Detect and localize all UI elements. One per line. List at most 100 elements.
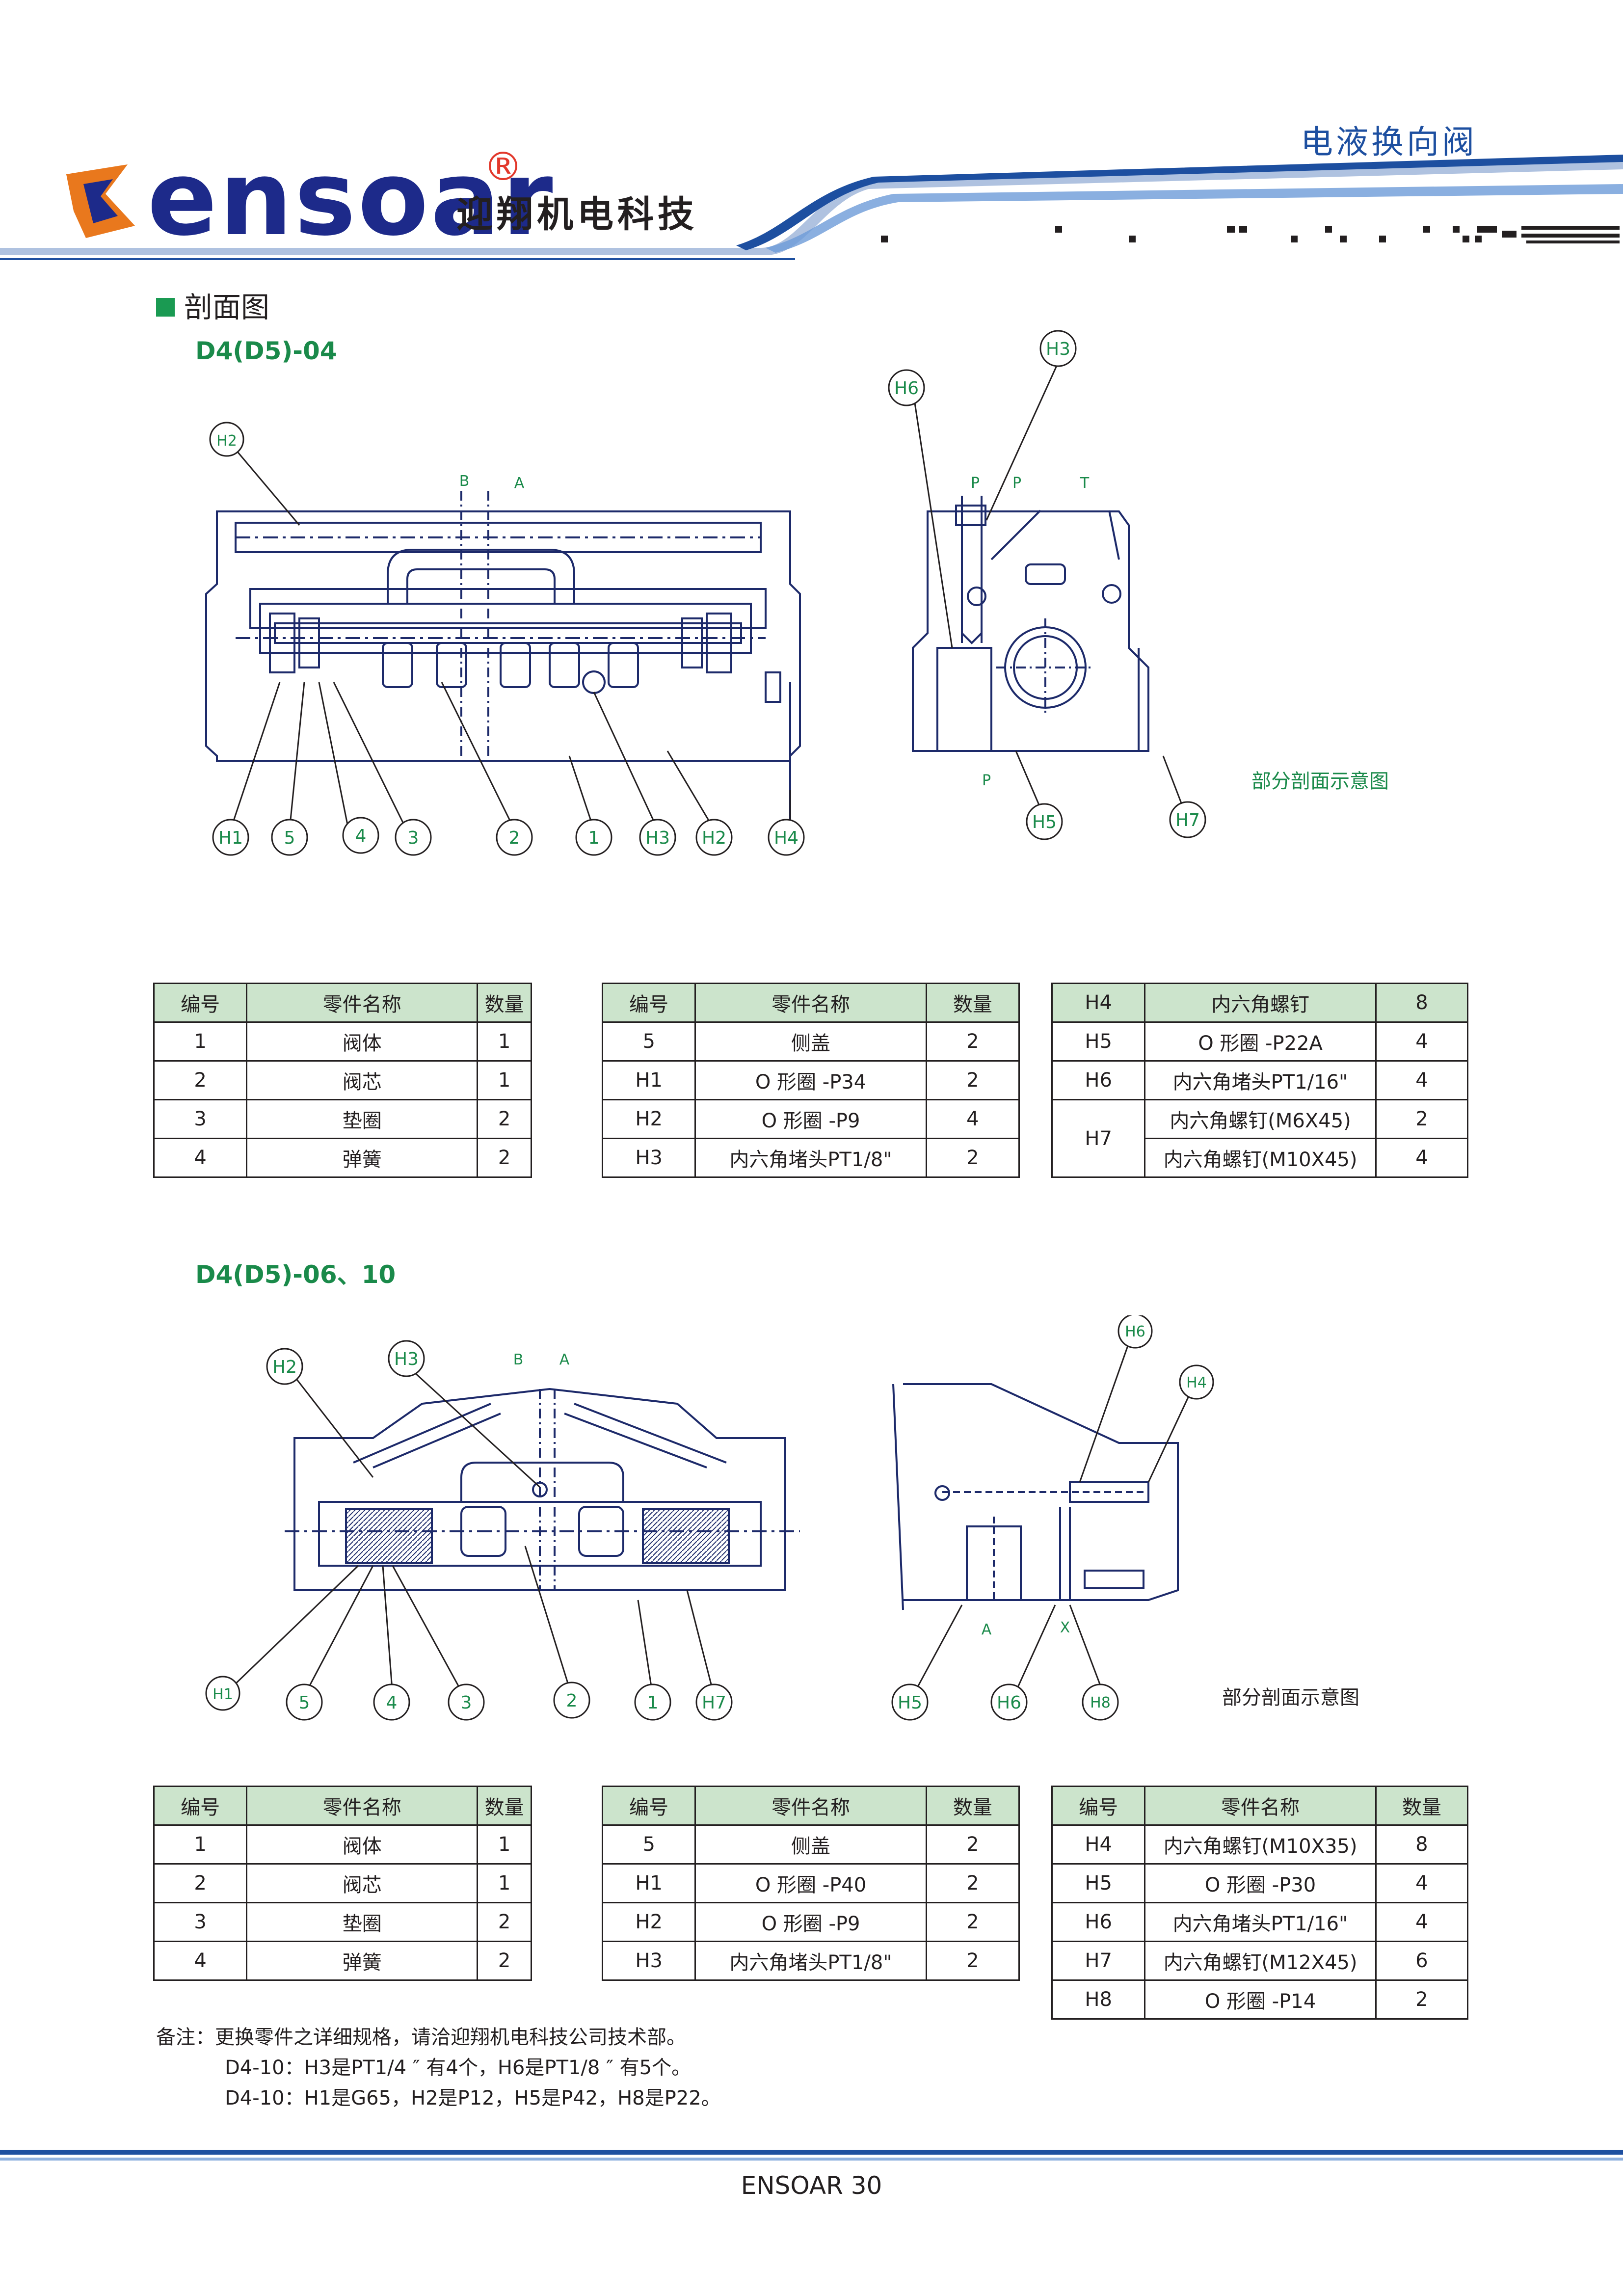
note-line-1: 备注：更换零件之详细规格，请洽迎翔机电科技公司技术部。 xyxy=(156,2026,686,2049)
port-label-a: A xyxy=(514,475,525,492)
document-title: 电液换向阀 xyxy=(1301,123,1477,161)
section-marker-icon xyxy=(156,298,175,317)
note-line-2: D4-10：H3是PT1/4 ″ 有4个，H6是PT1/8 ″ 有5个。 xyxy=(225,2056,692,2079)
callout-3-label-2: 3 xyxy=(461,1693,472,1713)
callout-4 xyxy=(342,817,379,854)
table-header-name: 零件名称 xyxy=(246,1786,479,1826)
callout-h5 xyxy=(1026,803,1063,840)
callout-h2-top xyxy=(209,422,244,457)
section-title: 剖面图 xyxy=(184,291,270,324)
table-header-qty: 数量 xyxy=(925,983,1020,1023)
callout-h6-top-label-2: H6 xyxy=(1125,1323,1145,1340)
callout-2 xyxy=(496,819,533,856)
table-header-qty: 数量 xyxy=(477,1786,532,1826)
callout-h2 xyxy=(695,819,733,856)
port-label-p1: P xyxy=(971,475,980,492)
callout-h6-top xyxy=(888,369,925,406)
note-line-3: D4-10：H1是G65，H2是P12，H5是P42，H8是P22。 xyxy=(225,2087,721,2109)
model-title-2: D4(D5)-06、10 xyxy=(195,1260,396,1289)
callout-h5-label-2: H5 xyxy=(898,1693,922,1713)
port-label-p-bottom: P xyxy=(982,772,991,789)
port-label-a-2: A xyxy=(559,1351,570,1368)
cross-section-drawing-1: H2 H3 H6 H1 5 4 3 2 1 H3 H2 H4 H5 H7 B A… xyxy=(205,330,1389,856)
cross-section-drawing-2: H2 H3 H6 H4 H1 5 4 3 2 1 H7 H5 H6 H8 B A… xyxy=(205,1315,1359,1721)
callout-h3-top xyxy=(1039,330,1077,367)
callout-h1 xyxy=(212,819,249,856)
callout-5 xyxy=(271,819,308,856)
callout-1-label: 1 xyxy=(588,828,600,848)
callout-h4 xyxy=(768,819,805,856)
callout-5-label-2: 5 xyxy=(299,1693,310,1713)
port-label-t: T xyxy=(1080,475,1090,492)
notes-block: 备注：更换零件之详细规格，请洽迎翔机电科技公司技术部。 D4-10：H3是PT1… xyxy=(156,2022,721,2113)
callout-h7-label-2: H7 xyxy=(702,1693,726,1713)
callout-3 xyxy=(395,819,432,856)
partial-section-caption-1: 部分剖面示意图 xyxy=(1251,770,1389,793)
table-header-no: 编号 xyxy=(1051,1786,1146,1826)
callout-5-label: 5 xyxy=(284,828,295,848)
registered-mark: ® xyxy=(483,144,523,189)
footer-rule-light xyxy=(0,2158,1623,2161)
callout-2-label: 2 xyxy=(509,828,520,848)
table-header-no: 编号 xyxy=(153,1786,248,1826)
port-label-b: B xyxy=(459,473,470,490)
table-header-name: 零件名称 xyxy=(246,983,479,1023)
callout-h2-top-label: H2 xyxy=(216,432,237,450)
callout-h7-label: H7 xyxy=(1175,810,1200,830)
callout-h3-label-2: H3 xyxy=(394,1349,419,1369)
table-header-no: 编号 xyxy=(601,983,696,1023)
callout-h4-label: H4 xyxy=(774,828,798,848)
callout-4-label-2: 4 xyxy=(386,1693,398,1713)
port-label-x-bottom-2: X xyxy=(1060,1619,1070,1636)
header-banner xyxy=(0,155,1623,260)
port-label-p2: P xyxy=(1012,475,1021,492)
callout-h1-label: H1 xyxy=(218,828,243,848)
callout-1-label-2: 1 xyxy=(647,1693,659,1713)
callout-1 xyxy=(575,819,612,856)
callout-h2-label-2: H2 xyxy=(272,1357,297,1377)
table-header-qty: 数量 xyxy=(925,1786,1020,1826)
callout-h3-top-label: H3 xyxy=(1046,339,1070,359)
partial-section-caption-2: 部分剖面示意图 xyxy=(1222,1686,1359,1709)
callout-h6-label-2: H6 xyxy=(997,1693,1021,1713)
port-label-b-2: B xyxy=(513,1351,524,1368)
footer-rule xyxy=(0,2150,1623,2155)
model-title-1: D4(D5)-04 xyxy=(195,337,337,365)
port-label-a-bottom-2: A xyxy=(982,1621,992,1638)
table-header-no: 编号 xyxy=(601,1786,696,1826)
page-footer: ENSOAR 30 xyxy=(741,2171,882,2200)
callout-4-label: 4 xyxy=(355,826,367,846)
table-row: 内六角螺钉(M10X45)4 xyxy=(1052,1138,1469,1178)
callout-2-label-2: 2 xyxy=(566,1691,578,1711)
callout-h5-label: H5 xyxy=(1032,812,1057,832)
brand-logo-text: ensoar xyxy=(147,138,555,259)
table-header-name: 零件名称 xyxy=(694,983,927,1023)
callout-h3-label: H3 xyxy=(645,828,670,848)
table-header-qty: 数量 xyxy=(1375,1786,1469,1826)
